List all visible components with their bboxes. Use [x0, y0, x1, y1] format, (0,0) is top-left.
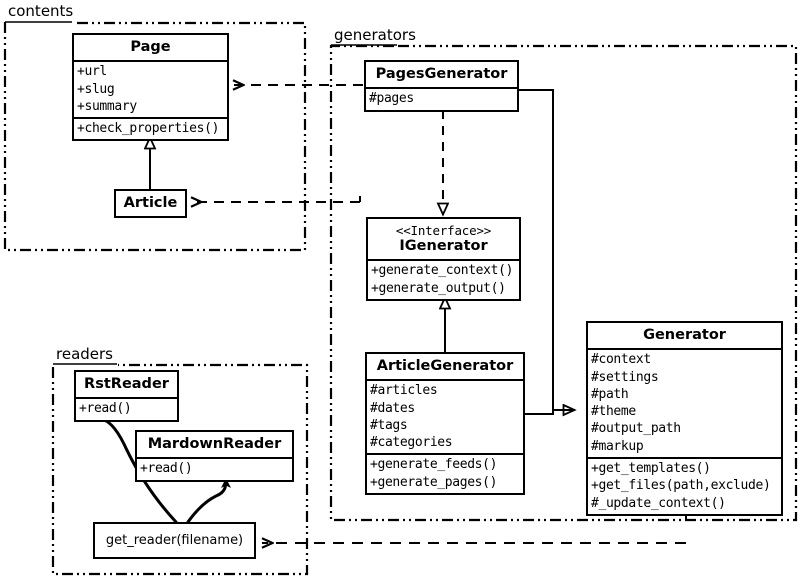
attribute-item: #settings — [591, 369, 659, 385]
class-name-article: Article — [123, 195, 178, 211]
function-box-get-reader[interactable]: get_reader(filename) — [93, 522, 256, 559]
class-box-article-generator[interactable]: ArticleGenerator #articles #dates #tags … — [365, 352, 525, 496]
package-label-readers: readers — [54, 345, 115, 363]
class-methods-igenerator: +generate_context() +generate_output() — [368, 259, 519, 299]
class-box-generator[interactable]: Generator #context #settings #path #them… — [586, 321, 783, 516]
method-item: +get_templates() — [591, 461, 711, 477]
class-box-page[interactable]: Page +url +slug +summary +check_properti… — [72, 33, 229, 142]
class-methods-rst-reader: +read() — [76, 397, 177, 419]
class-name-mardown-reader: MardownReader — [147, 436, 282, 452]
attribute-item: +summary — [77, 98, 137, 114]
attribute-item: +url — [77, 64, 107, 80]
attribute-item: #articles — [370, 383, 438, 399]
class-name-generator: Generator — [643, 327, 726, 343]
class-box-pages-generator[interactable]: PagesGenerator #pages — [364, 60, 519, 112]
method-item: +read() — [140, 461, 193, 477]
attribute-item: #markup — [591, 438, 644, 454]
attribute-item: #path — [591, 386, 629, 402]
function-label-get-reader: get_reader(filename) — [105, 533, 244, 548]
class-attributes-pages-generator: #pages — [366, 87, 517, 109]
class-attributes-generator: #context #settings #path #theme #output_… — [588, 348, 781, 457]
attribute-item: +slug — [77, 81, 115, 97]
attribute-item: #context — [591, 352, 651, 368]
package-frame-generators — [329, 44, 798, 522]
class-methods-generator: +get_templates() +get_files(path,exclude… — [588, 457, 781, 514]
package-frame-contents — [3, 21, 307, 252]
attribute-item: #output_path — [591, 421, 681, 437]
class-methods-article-generator: +generate_feeds() +generate_pages() — [367, 453, 523, 493]
edge-generators-uses-article — [191, 196, 361, 202]
method-item: #_update_context() — [591, 495, 726, 511]
class-name-page: Page — [130, 39, 171, 55]
attribute-item: #dates — [370, 400, 415, 416]
class-box-rst-reader[interactable]: RstReader +read() — [74, 370, 179, 422]
class-stereotype-igenerator: <<Interface>> — [395, 223, 492, 238]
edge-get-reader-returns-mardownreader — [186, 476, 231, 524]
edge-get-reader-returns-rstreader — [98, 412, 178, 524]
class-name-text-igenerator: IGenerator — [399, 238, 488, 254]
edge-pagesgenerator-inherits-generator — [519, 89, 575, 410]
package-frame-readers — [51, 363, 309, 576]
method-item: +get_files(path,exclude) — [591, 478, 771, 494]
attribute-item: #pages — [369, 91, 414, 107]
method-item: +generate_pages() — [370, 474, 498, 490]
package-label-generators: generators — [332, 26, 418, 44]
class-attributes-page: +url +slug +summary — [74, 60, 227, 117]
class-box-article[interactable]: Article — [114, 189, 187, 219]
method-item: +generate_context() — [371, 263, 514, 279]
package-label-contents: contents — [6, 2, 76, 20]
class-name-pages-generator: PagesGenerator — [375, 66, 508, 82]
class-box-igenerator[interactable]: <<Interface>> IGenerator +generate_conte… — [366, 217, 521, 301]
class-attributes-article-generator: #articles #dates #tags #categories — [367, 379, 523, 453]
attribute-item: #theme — [591, 404, 636, 420]
attribute-item: #tags — [370, 417, 408, 433]
class-box-mardown-reader[interactable]: MardownReader +read() — [135, 430, 294, 482]
edge-articlegenerator-inherits-generator — [525, 409, 575, 415]
method-item: +read() — [79, 401, 132, 417]
method-item: +check_properties() — [77, 121, 220, 137]
method-item: +generate_output() — [371, 280, 506, 296]
method-item: +generate_feeds() — [370, 457, 498, 473]
class-name-rst-reader: RstReader — [84, 376, 169, 392]
class-name-igenerator: <<Interface>> IGenerator — [368, 219, 519, 259]
class-name-article-generator: ArticleGenerator — [376, 358, 514, 374]
attribute-item: #categories — [370, 435, 453, 451]
class-methods-mardown-reader: +read() — [137, 457, 292, 479]
class-methods-page: +check_properties() — [74, 117, 227, 139]
